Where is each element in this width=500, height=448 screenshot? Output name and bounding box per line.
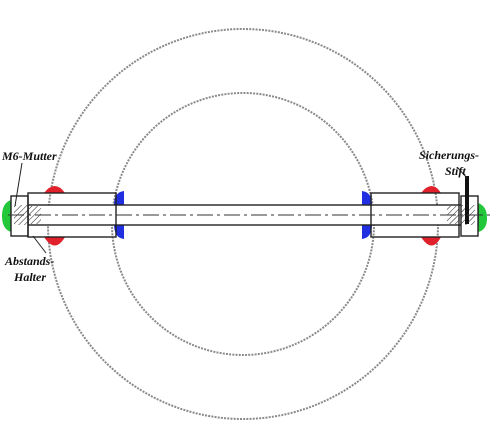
pin-leader [457,167,468,179]
label-stift: Stift [445,164,466,178]
label-sicherungs: Sicherungs- [419,148,479,162]
right-red-weld-top [421,186,441,193]
left-green-cap [2,200,11,232]
right-green-cap [478,203,487,232]
right-blue-weld-bottom [362,224,372,239]
label-halter: Halter [13,270,46,284]
label-m6-mutter: M6-Mutter [1,149,57,163]
spacer-leader [32,235,47,254]
left-red-weld-top [44,186,65,193]
right-blue-weld-top [362,191,372,205]
left-red-weld-bottom [44,237,65,246]
m6-leader [14,162,23,207]
label-abstands: Abstands- [4,254,54,268]
securing-pin [465,176,469,224]
right-red-weld-bottom [421,237,441,246]
